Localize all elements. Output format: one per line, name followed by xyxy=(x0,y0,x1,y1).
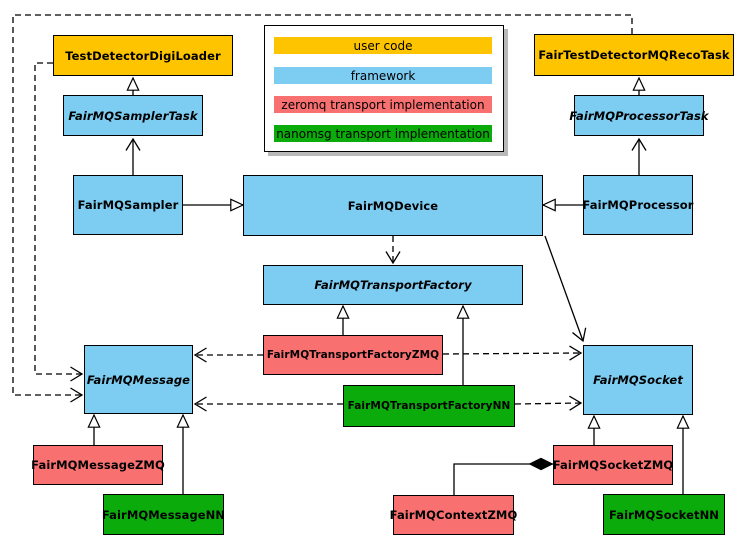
node-fairmq-message: FairMQMessage xyxy=(84,345,193,414)
node-fairmq-transport-factory: FairMQTransportFactory xyxy=(263,265,523,305)
node-fairmq-transport-factory-nn: FairMQTransportFactoryNN xyxy=(343,385,515,427)
legend: user code framework zeromq transport imp… xyxy=(264,25,504,152)
node-fairmq-sampler-task: FairMQSamplerTask xyxy=(63,95,203,136)
node-fairmq-message-zmq: FairMQMessageZMQ xyxy=(31,445,165,485)
legend-item-nanomsg: nanomsg transport implementation xyxy=(274,125,492,142)
node-fairmq-transport-factory-zmq: FairMQTransportFactoryZMQ xyxy=(263,335,443,375)
edge-device-socket xyxy=(544,235,587,343)
edge-recotask-message xyxy=(12,14,633,403)
node-fairmq-context-zmq: FairMQContextZMQ xyxy=(390,495,517,535)
node-fairmq-processor: FairMQProcessor xyxy=(582,175,693,235)
edge-factorynn-socket xyxy=(514,395,583,411)
edge-factoryzmq-socket xyxy=(442,345,583,361)
node-fairmq-socket-zmq: FairMQSocketZMQ xyxy=(553,445,673,485)
legend-item-user-code: user code xyxy=(274,37,492,54)
node-fairmq-socket-nn: FairMQSocketNN xyxy=(603,494,725,535)
node-fairmq-socket: FairMQSocket xyxy=(583,345,693,415)
node-fairmq-sampler: FairMQSampler xyxy=(73,175,183,235)
node-fair-test-detector-mq-reco-task: FairTestDetectorMQRecoTask xyxy=(534,34,734,76)
node-fairmq-processor-task: FairMQProcessorTask xyxy=(569,95,709,136)
node-fairmq-device: FairMQDevice xyxy=(243,175,543,236)
legend-item-zeromq: zeromq transport implementation xyxy=(274,96,492,113)
node-fairmq-message-nn: FairMQMessageNN xyxy=(102,494,225,535)
legend-item-framework: framework xyxy=(274,67,492,84)
edge-contextzmq-socketzmq xyxy=(453,464,553,495)
edge-digiloader-message xyxy=(34,62,84,382)
node-test-detector-digi-loader: TestDetectorDigiLoader xyxy=(53,35,233,76)
